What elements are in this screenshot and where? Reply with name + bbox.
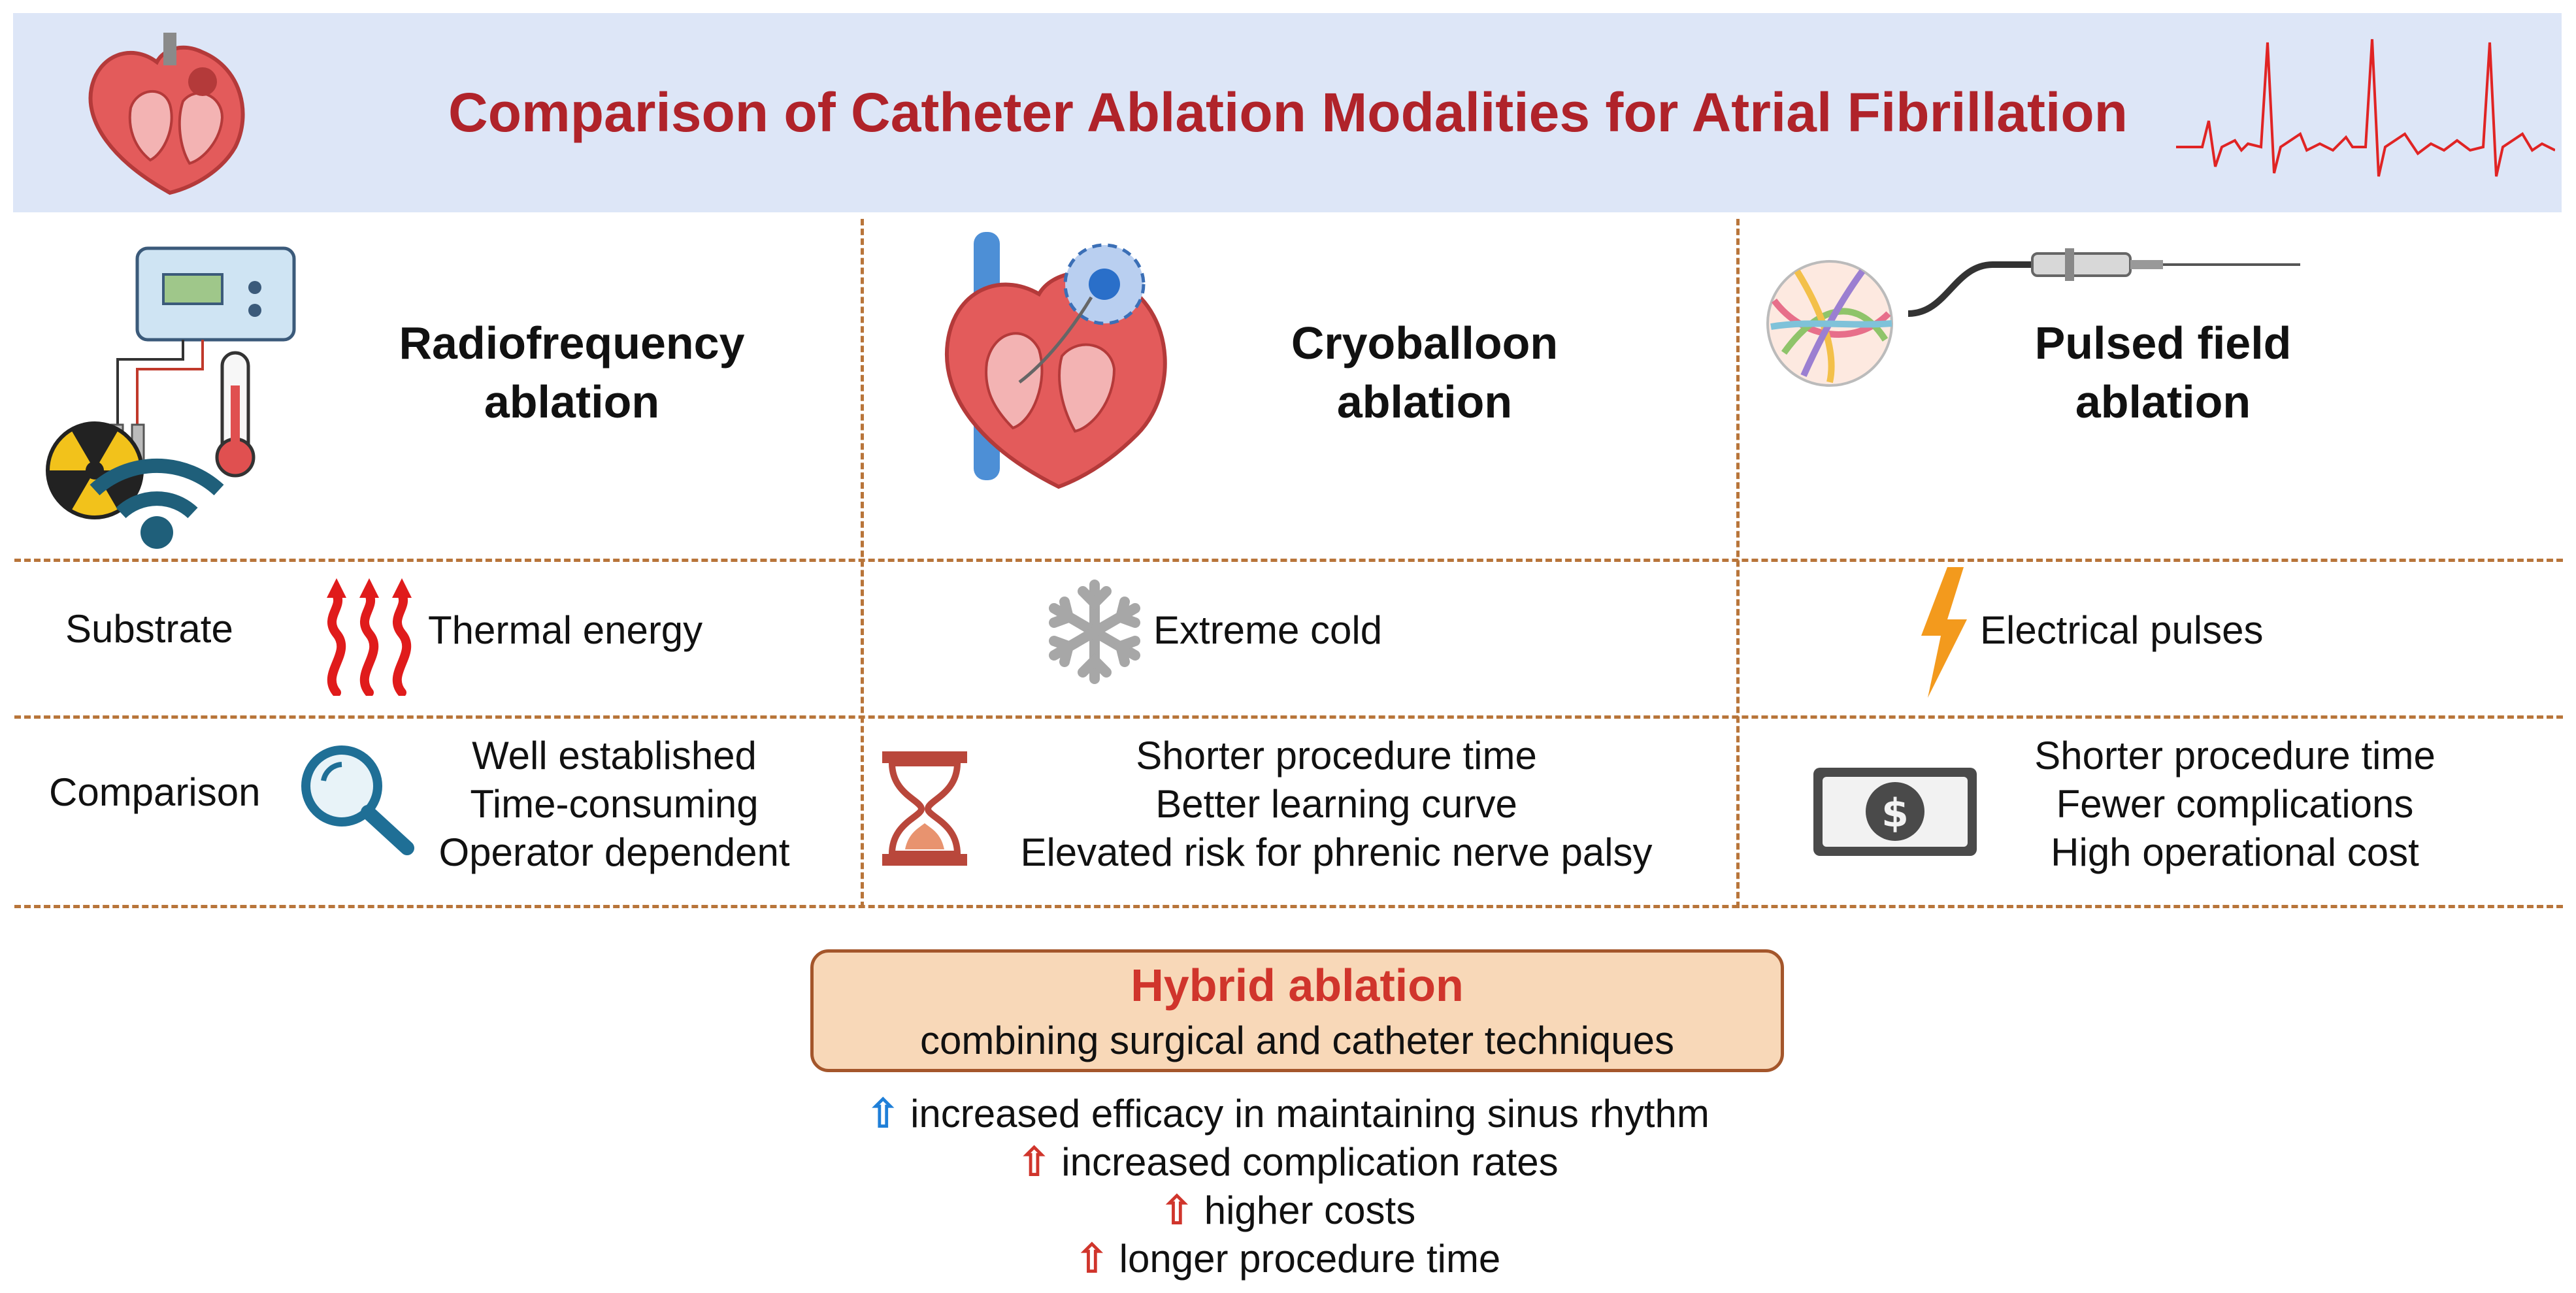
modality-title-line1: Cryoballoon (1291, 318, 1559, 368)
ecg-trace-icon (2176, 39, 2555, 177)
modality-title-line2: ablation (2075, 376, 2251, 427)
row-divider-2 (14, 715, 2563, 719)
hybrid-outcome-text: longer procedure time (1119, 1237, 1501, 1281)
row-label-substrate: Substrate (65, 607, 233, 651)
comparison-cryo-text: Shorter procedure time Better learning c… (980, 732, 1693, 877)
comparison-cryo-line: Elevated risk for phrenic nerve palsy (1020, 830, 1653, 874)
substrate-rf-text: Thermal energy (428, 608, 703, 652)
header-banner (13, 13, 2562, 212)
heat-waves-icon (327, 578, 412, 696)
modality-title-radiofrequency: Radiofrequency ablation (366, 314, 778, 431)
hybrid-outcome: ⇧ increased complication rates (0, 1138, 2576, 1187)
pfa-catheter-icon (1766, 248, 2300, 387)
comparison-pfa-text: Shorter procedure time Fewer complicatio… (1987, 732, 2483, 877)
hourglass-icon (882, 751, 967, 866)
comparison-pfa-line: High operational cost (2051, 830, 2419, 874)
heart-cryoballoon-icon (944, 232, 1167, 489)
hybrid-outcome-text: higher costs (1204, 1188, 1416, 1232)
hybrid-outcome-text: increased complication rates (1061, 1140, 1559, 1184)
hybrid-ablation-subtitle: combining surgical and catheter techniqu… (919, 1019, 1675, 1062)
up-arrow-icon: ⇧ (1160, 1188, 1194, 1232)
comparison-cryo-line: Shorter procedure time (1136, 734, 1537, 777)
row-divider-3 (14, 905, 2563, 908)
modality-title-line1: Pulsed field (2034, 318, 2292, 368)
page-title: Comparison of Catheter Ablation Modaliti… (448, 82, 2128, 143)
heart-anatomy-icon (88, 33, 245, 195)
modality-title-pulsed-field: Pulsed field ablation (1967, 314, 2359, 431)
banknote-icon: $ (1813, 768, 1977, 856)
hybrid-ablation-box (810, 949, 1784, 1072)
column-divider-1 (861, 219, 864, 908)
comparison-rf-text: Well established Time-consuming Operator… (412, 732, 817, 877)
modality-title-line2: ablation (1336, 376, 1513, 427)
rf-generator-icon (46, 246, 296, 549)
hybrid-outcome: ⇧ longer procedure time (0, 1235, 2576, 1283)
comparison-pfa-line: Fewer complications (2056, 782, 2414, 826)
substrate-pfa-text: Electrical pulses (1980, 608, 2264, 652)
up-arrow-icon: ⇧ (1075, 1237, 1108, 1281)
hybrid-outcome-text: increased efficacy in maintaining sinus … (910, 1092, 1709, 1136)
comparison-rf-line: Time-consuming (470, 782, 759, 826)
modality-title-cryoballoon: Cryoballoon ablation (1229, 314, 1621, 431)
row-divider-1 (14, 559, 2563, 562)
comparison-rf-line: Well established (472, 734, 757, 777)
magnifier-icon (301, 745, 414, 855)
comparison-rf-line: Operator dependent (438, 830, 790, 874)
substrate-cryo-text: Extreme cold (1153, 608, 1383, 652)
snowflake-icon (1049, 580, 1140, 684)
row-label-comparison: Comparison (49, 770, 261, 814)
up-arrow-icon: ⇧ (867, 1092, 900, 1136)
modality-title-line2: ablation (484, 376, 660, 427)
hybrid-outcome: ⇧ higher costs (0, 1187, 2576, 1235)
hybrid-ablation-title: Hybrid ablation (1131, 960, 1464, 1011)
comparison-cryo-line: Better learning curve (1155, 782, 1517, 826)
up-arrow-icon: ⇧ (1017, 1140, 1051, 1184)
modality-title-line1: Radiofrequency (399, 318, 745, 368)
lightning-bolt-icon (1921, 567, 1967, 698)
comparison-pfa-line: Shorter procedure time (2034, 734, 2436, 777)
column-divider-2 (1736, 219, 1740, 908)
hybrid-outcome: ⇧ increased efficacy in maintaining sinu… (0, 1090, 2576, 1138)
svg-text:$: $ (1881, 791, 1909, 836)
